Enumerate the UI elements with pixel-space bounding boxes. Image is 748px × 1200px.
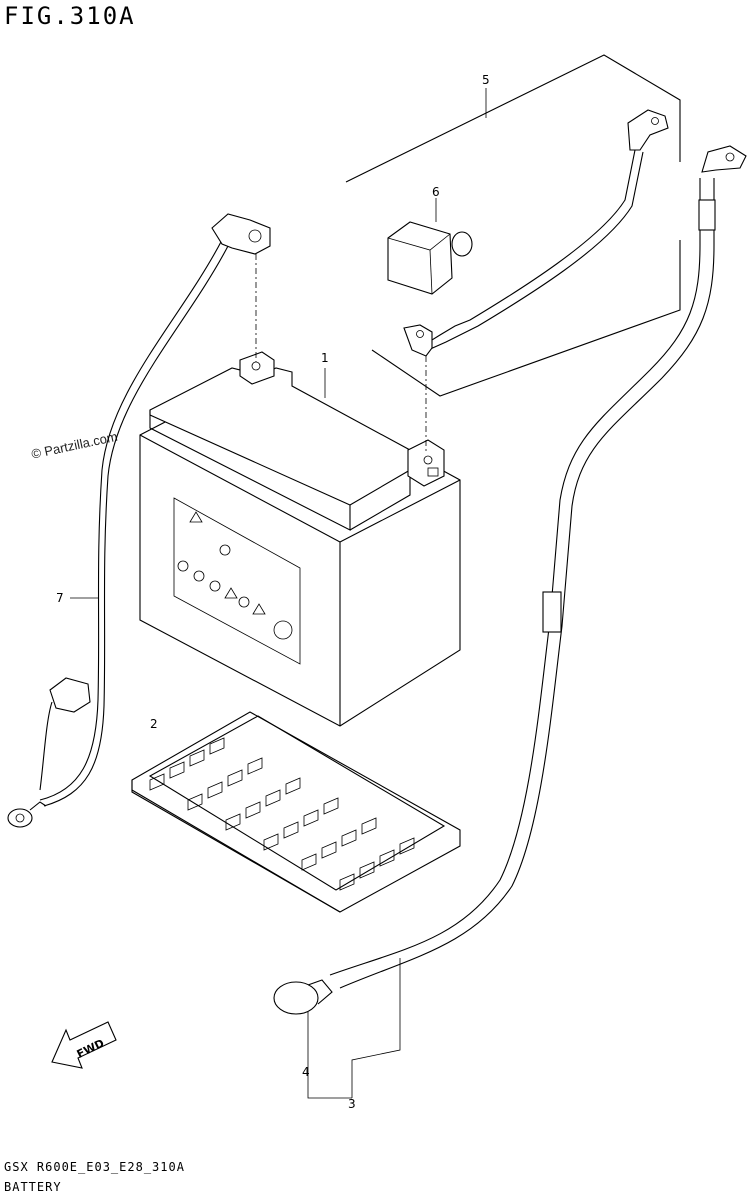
callout-numbers: 5 6 1 7 2 4 3 [56,73,490,1111]
leader-lines [70,88,487,1099]
battery-tray [131,711,461,913]
tray-slot [321,841,337,859]
tray-slot [399,837,415,855]
tray-slot [361,817,377,835]
tray-slot [285,777,301,795]
tray-slot [379,849,395,867]
tray-slot [323,797,339,815]
tray-slots [149,737,415,891]
tray-slot [265,789,281,807]
callout-3: 3 [348,1097,356,1111]
footer-name: BATTERY [4,1180,62,1194]
callout-5: 5 [482,73,490,87]
ground-cable [273,145,747,1015]
positive-cable [403,109,669,357]
footer-code: GSX R600E_E03_E28_310A [4,1160,185,1174]
negative-lead-wire [7,213,271,828]
terminal-cover [387,221,473,295]
tray-slot [245,801,261,819]
tray-slot [225,813,241,831]
tray-slot [227,769,243,787]
callout-4: 4 [302,1065,310,1079]
callout-2: 2 [150,717,158,731]
tray-slot [209,737,225,755]
tray-slot [301,853,317,871]
tray-slot [263,833,279,851]
fwd-arrow: FWD [51,1021,117,1069]
figure-title: FIG.310A [4,2,136,30]
battery-warning-symbols [177,511,293,640]
battery [139,351,461,727]
tray-slot [149,773,165,791]
callout-7: 7 [56,591,64,605]
tray-slot [339,873,355,891]
tray-slot [303,809,319,827]
tray-slot [187,793,203,811]
tray-slot [283,821,299,839]
tray-slot [207,781,223,799]
tray-slot [189,749,205,767]
kit-outline-box [345,54,681,397]
tray-slot [169,761,185,779]
tray-slot [247,757,263,775]
callout-6: 6 [432,185,440,199]
tray-slot [359,861,375,879]
callout-1: 1 [321,351,329,365]
tray-slot [341,829,357,847]
